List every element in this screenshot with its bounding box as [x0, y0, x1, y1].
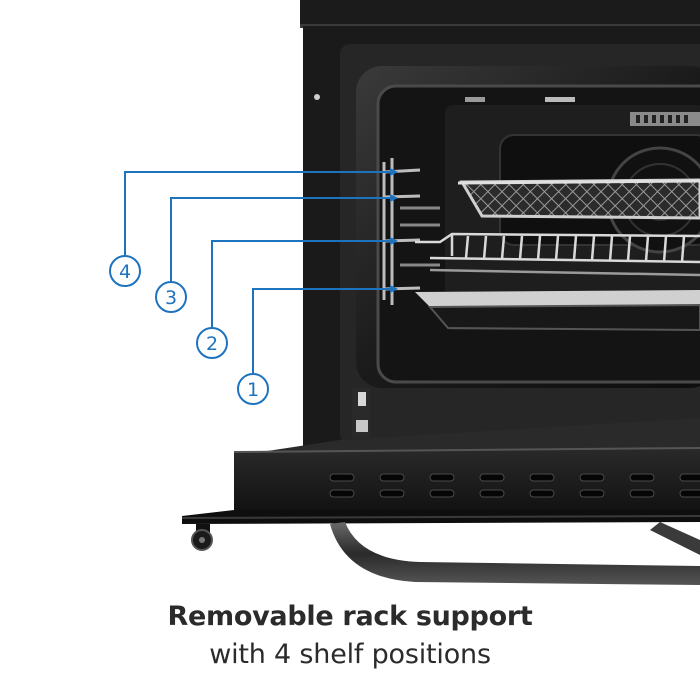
callout-line-3: [170, 197, 392, 282]
baking-tray: [415, 290, 700, 332]
shelf-label-2: 2: [206, 333, 218, 355]
shelf-label-4: 4: [119, 261, 131, 283]
caption-subtitle: with 4 shelf positions: [209, 639, 491, 670]
oven-door: [181, 418, 700, 524]
shelf-label-3: 3: [165, 287, 177, 309]
callout-line-4: [124, 171, 392, 256]
shelf-badge-4: 4: [109, 255, 141, 287]
wire-rack: [415, 232, 700, 277]
air-fry-basket: [457, 178, 700, 220]
caption-title: Removable rack support: [167, 601, 533, 632]
door-vent-slots: [329, 473, 700, 498]
door-handle: [330, 522, 700, 585]
oven-top-panel: [300, 0, 700, 26]
shelf-callouts: [124, 171, 392, 373]
door-wheel: [191, 524, 213, 551]
shelf-badge-1: 1: [237, 373, 269, 405]
callout-line-2: [211, 240, 392, 328]
shelf-label-1: 1: [247, 379, 259, 401]
shelf-badge-3: 3: [155, 281, 187, 313]
door-hinge: [352, 388, 370, 438]
shelf-badge-2: 2: [196, 327, 228, 359]
callout-line-1: [252, 288, 392, 373]
